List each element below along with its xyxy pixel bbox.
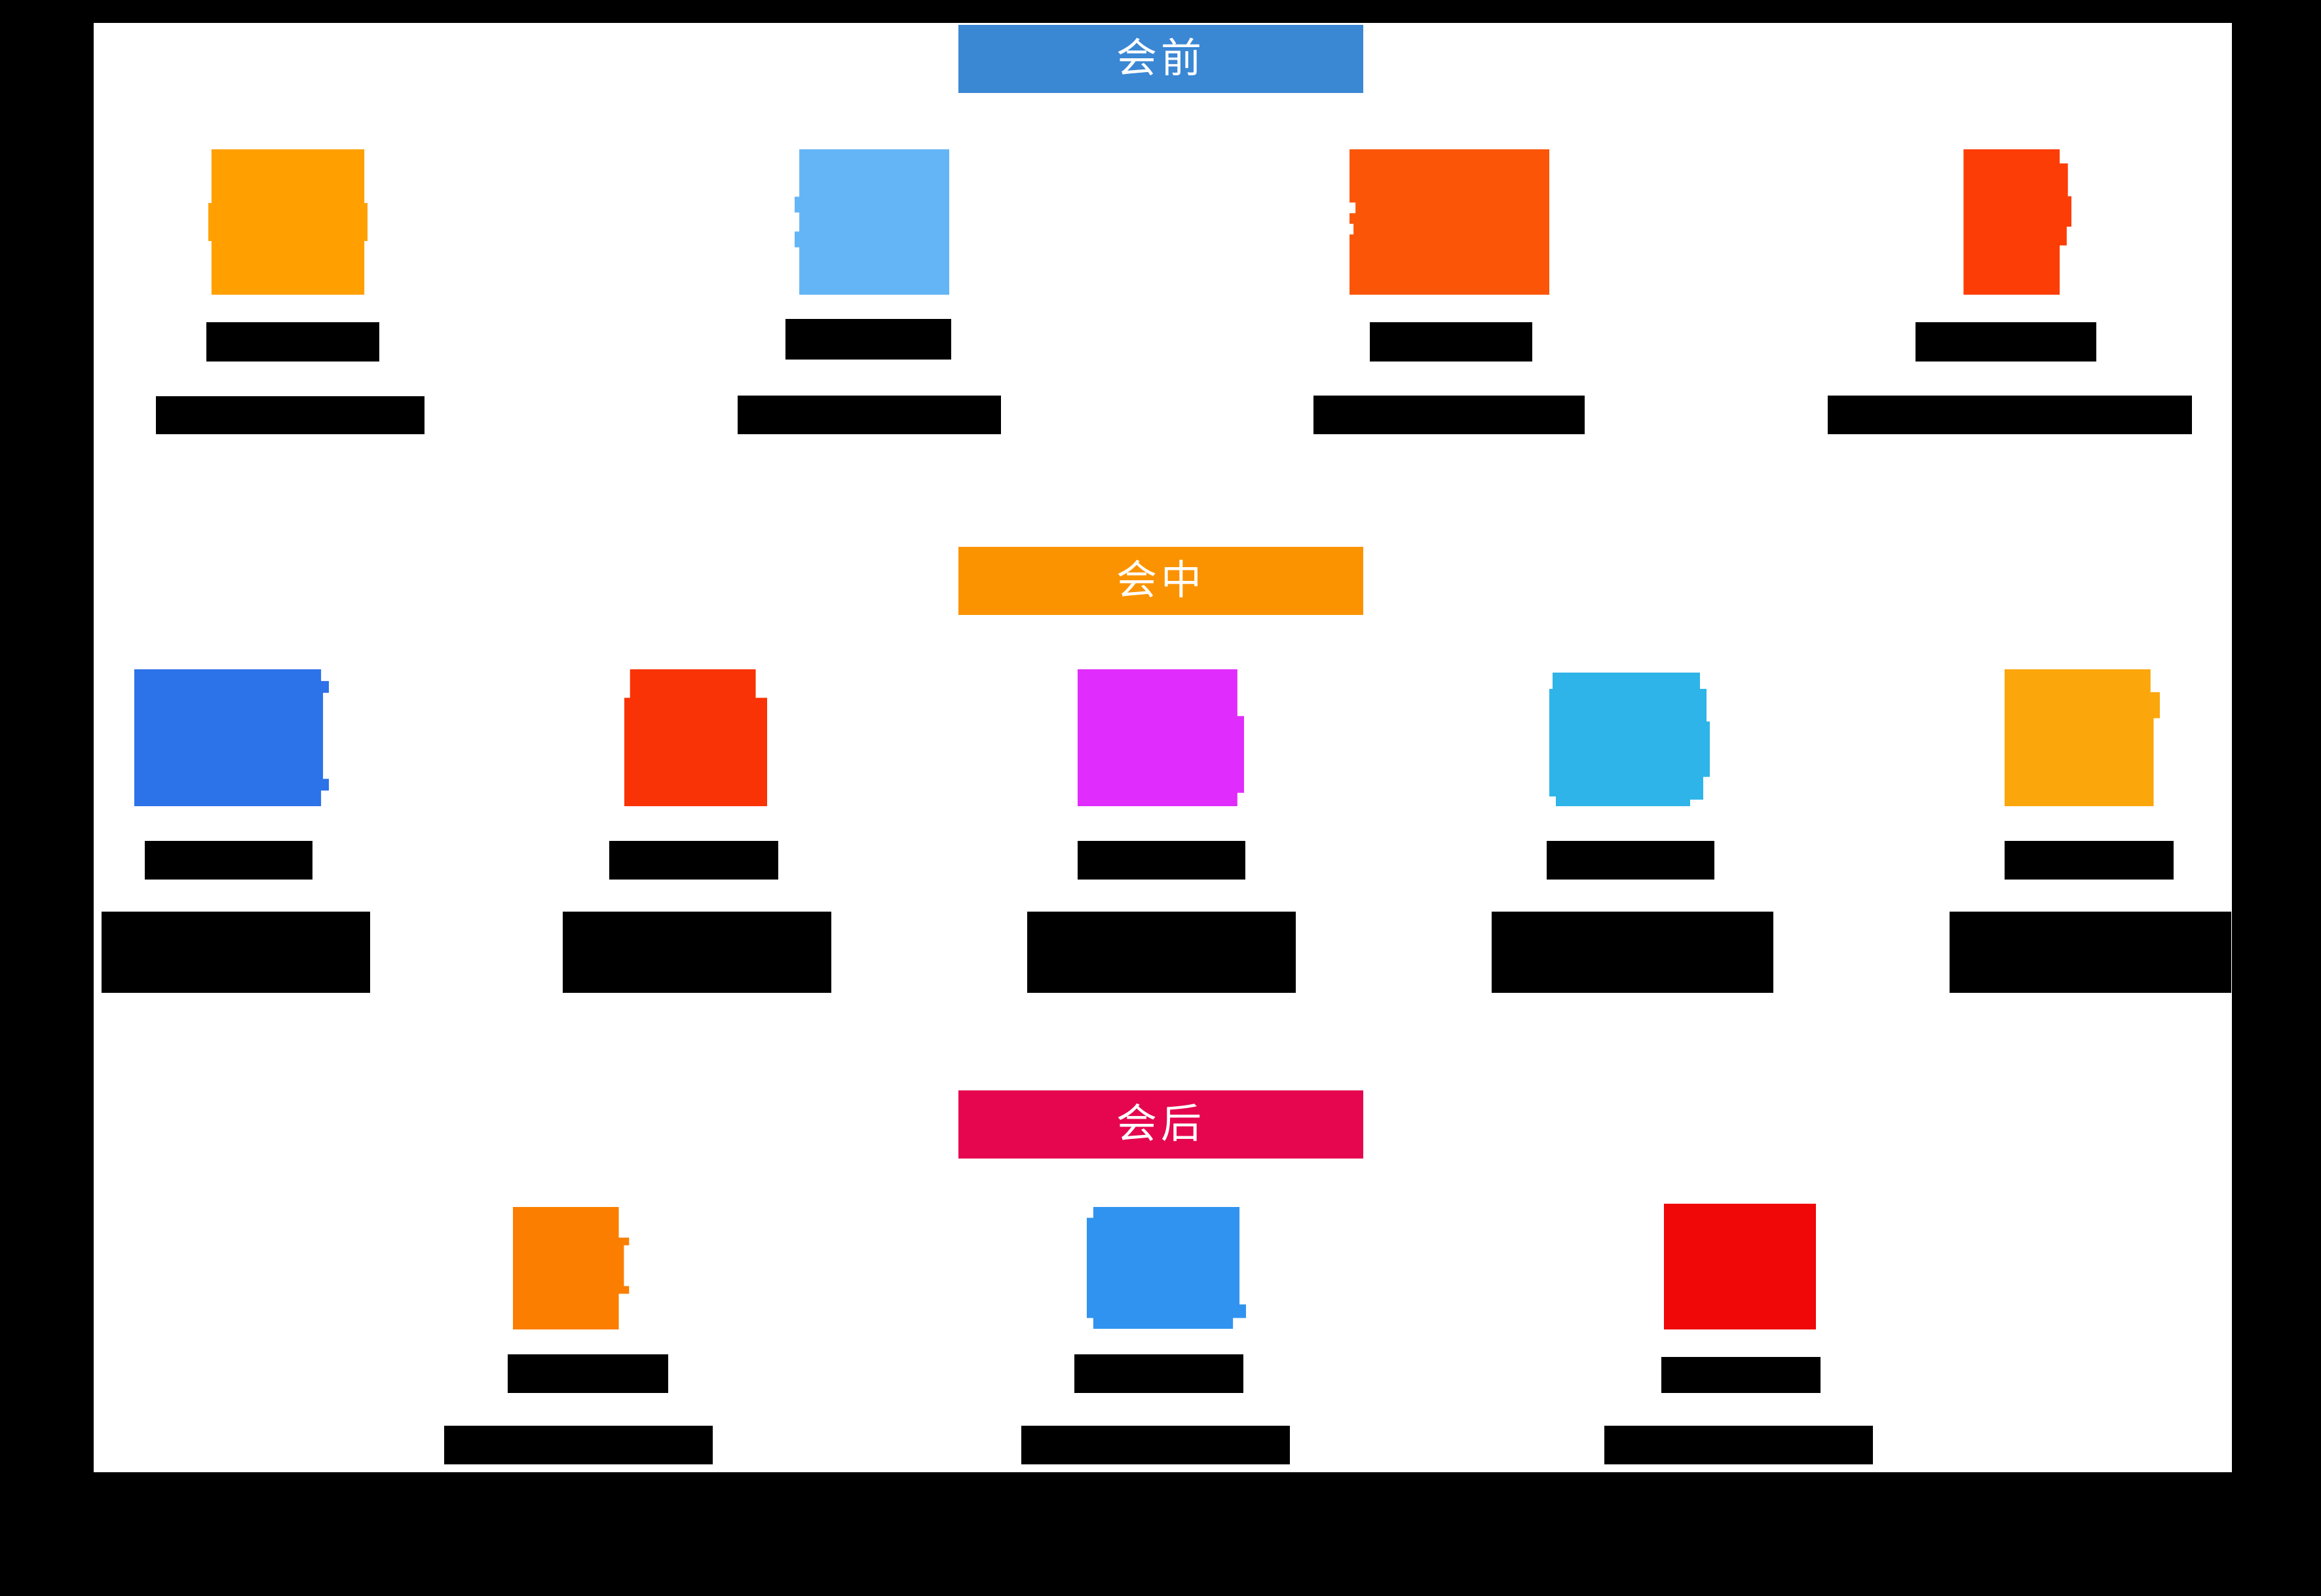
recording-icon xyxy=(2005,669,2160,806)
item-title-redacted xyxy=(1370,322,1532,362)
item-description-redacted xyxy=(1492,912,1773,993)
item-title-redacted xyxy=(1661,1357,1821,1393)
section-banner-post-meeting: 会后 xyxy=(958,1090,1363,1159)
feedback-bubble-icon xyxy=(1084,1207,1246,1329)
archive-box-icon xyxy=(513,1207,642,1329)
item-description-redacted xyxy=(1313,396,1585,434)
item-description-redacted xyxy=(1604,1426,1873,1464)
item-title-redacted xyxy=(785,319,951,360)
checklist-icon xyxy=(1349,149,1549,295)
section-banner-pre-meeting: 会前 xyxy=(958,25,1363,93)
item-description-redacted xyxy=(738,396,1001,434)
item-title-redacted xyxy=(508,1354,668,1393)
signature-pad-icon xyxy=(1078,669,1244,806)
item-title-redacted xyxy=(2005,841,2174,880)
section-banner-during-meeting: 会中 xyxy=(958,547,1363,615)
item-title-redacted xyxy=(1078,841,1245,880)
item-description-redacted xyxy=(156,396,425,434)
item-description-redacted xyxy=(102,912,370,993)
item-description-redacted xyxy=(1950,912,2231,993)
item-description-redacted xyxy=(563,912,831,993)
chat-bubble-icon xyxy=(1546,669,1710,806)
item-description-redacted xyxy=(1027,912,1296,993)
cloud-icon xyxy=(795,149,949,295)
vote-box-icon xyxy=(624,669,767,806)
presentation-screen-icon xyxy=(134,669,329,806)
item-description-redacted xyxy=(1021,1426,1290,1464)
item-title-redacted xyxy=(1074,1354,1243,1393)
item-title-redacted xyxy=(1915,322,2096,362)
item-title-redacted xyxy=(609,841,778,880)
folder-icon xyxy=(208,149,368,295)
item-title-redacted xyxy=(206,322,379,362)
item-description-redacted xyxy=(1828,396,2192,434)
report-icon xyxy=(1664,1204,1816,1329)
item-description-redacted xyxy=(444,1426,713,1464)
item-title-redacted xyxy=(145,841,312,880)
megaphone-icon xyxy=(1954,149,2071,295)
item-title-redacted xyxy=(1547,841,1714,880)
